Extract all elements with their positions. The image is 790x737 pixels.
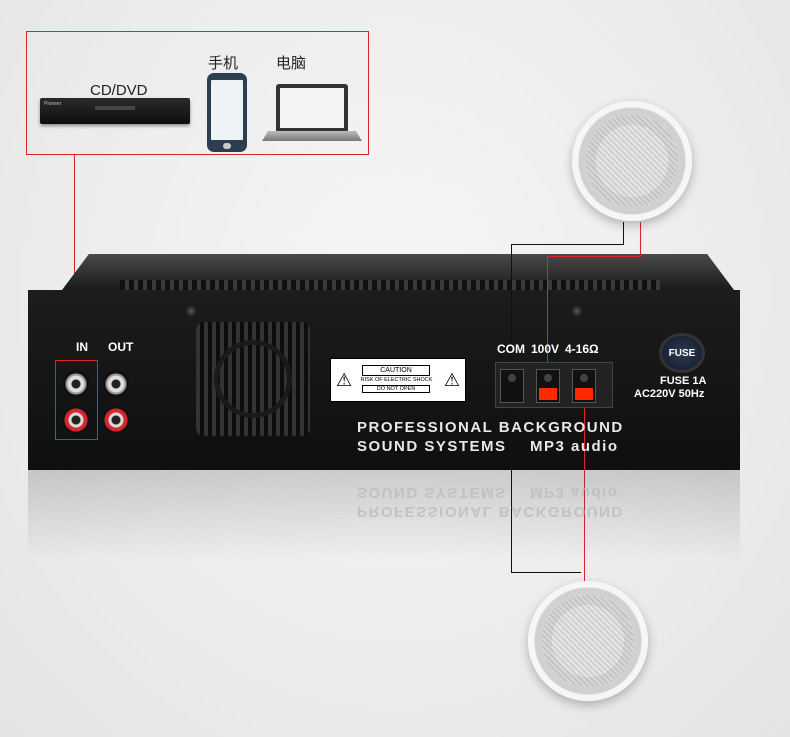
caution-title: CAUTION [362,365,430,376]
cooling-fan-icon [196,322,310,436]
reflection-text: PROFESSIONAL BACKGROUND [357,503,624,520]
brand-line-2b: MP3 audio [530,438,619,455]
in-highlight-box [55,360,98,440]
com-label: COM [497,342,525,356]
in-label: IN [76,340,88,354]
fuse-cap-label: FUSE [668,348,696,359]
speaker-wire-100v [547,256,548,366]
reflection-text: SOUND SYSTEMS [357,484,507,501]
speaker-wire-100v [547,256,640,257]
100v-label: 100V [531,342,560,356]
floor-reflection [28,470,740,560]
dvd-brand: Pioneer [44,101,62,107]
screw-icon [572,306,582,316]
speaker-wire-com [623,222,624,245]
laptop-icon [276,84,348,132]
top-vents [120,280,660,290]
com-terminal[interactable] [500,369,524,403]
ceiling-speaker-icon [528,581,648,701]
ceiling-speaker-icon [572,101,692,221]
fuse-holder[interactable]: FUSE [659,333,705,373]
fuse-rating: FUSE 1A [660,375,707,387]
ohm-label: 4-16Ω [565,342,599,356]
dvd-player-icon: Pioneer [40,98,190,124]
power-rating: AC220V 50Hz [634,388,705,400]
caution-line1: RISK OF ELECTRIC SHOCK [360,377,433,383]
speaker-wire-com [511,572,581,573]
warning-icon: ⚠ [443,370,460,390]
caution-line2: DO NOT OPEN [362,385,430,393]
speaker-terminal-block [495,362,613,408]
speaker-wire-com [511,244,512,572]
rca-in-right-jack[interactable] [62,406,90,434]
brand-line-2: SOUND SYSTEMS [357,438,507,455]
screw-icon [186,306,196,316]
reflection-text: MP3 audio [530,484,619,501]
input-wire [74,155,75,360]
caution-label: ⚠ CAUTION RISK OF ELECTRIC SHOCK DO NOT … [330,358,466,402]
computer-label: 电脑 [276,55,307,72]
100v-terminal[interactable] [536,369,560,403]
out-label: OUT [108,340,134,354]
rca-out-right-jack[interactable] [102,406,130,434]
laptop-base [262,131,362,141]
phone-icon [207,73,247,152]
input-sources-box [26,31,369,155]
brand-line-1: PROFESSIONAL BACKGROUND [357,419,624,436]
rca-out-left-jack[interactable] [102,370,130,398]
ohm-terminal[interactable] [572,369,596,403]
speaker-wire-com [511,244,623,245]
speaker-wire-100v [640,222,641,257]
warning-icon: ⚠ [336,370,353,390]
phone-label: 手机 [208,55,239,72]
speaker-wire-100v [584,400,585,582]
cd-dvd-label: CD/DVD [90,82,148,99]
rca-in-left-jack[interactable] [62,370,90,398]
